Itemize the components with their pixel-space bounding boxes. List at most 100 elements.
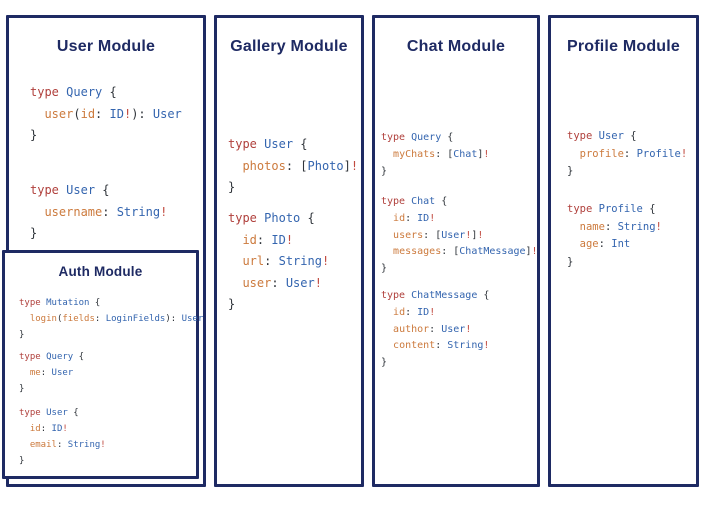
code-token-pn: : xyxy=(429,323,442,335)
code-token-bg: ! xyxy=(483,340,490,352)
code-token-pn: : [ xyxy=(441,246,460,258)
code-line: type Chat { xyxy=(381,194,538,211)
code-token-ty: ID xyxy=(271,232,286,247)
code-line: } xyxy=(228,294,329,316)
code-token-pn xyxy=(19,314,30,324)
code-line: login(fields: LoginFields): User xyxy=(19,311,203,327)
code-line: } xyxy=(30,125,182,147)
code-line: } xyxy=(19,327,203,343)
code-token-fd: user xyxy=(44,106,74,121)
gallery-module-panel: Gallery Module type User { photos: [Photo… xyxy=(214,15,364,487)
code-token-pn xyxy=(30,107,44,121)
code-token-bg: ! xyxy=(62,424,68,434)
code-line: } xyxy=(567,254,662,272)
code-line: } xyxy=(567,163,687,181)
code-token-pn: } xyxy=(228,297,236,311)
code-token-pn xyxy=(567,221,580,233)
code-token-ty: User xyxy=(285,275,315,290)
code-token-kw: type xyxy=(30,183,59,197)
code-token-pn: ( xyxy=(56,314,63,324)
code-token-pn xyxy=(381,324,393,335)
code-token-kw: type xyxy=(19,352,41,362)
user-module-panel: User Module type Query { user(id: ID!): U… xyxy=(2,15,206,487)
code-token-pn: } xyxy=(19,330,25,340)
code-token-pn: { xyxy=(441,132,454,143)
code-token-kw: type xyxy=(228,137,257,151)
code-token-ty: User xyxy=(181,314,204,324)
code-token-bg: ! xyxy=(655,220,662,233)
code-token-ty: User xyxy=(46,408,68,418)
code-token-pn: : xyxy=(405,306,418,318)
code-token-pn xyxy=(381,340,393,351)
code-token-pn: } xyxy=(381,263,388,275)
code-token-pn: { xyxy=(642,203,656,215)
code-token-pn: : xyxy=(264,254,279,268)
code-line: type Query { xyxy=(19,349,84,365)
code-token-pn: } xyxy=(381,165,388,177)
code-token-pn xyxy=(228,233,242,247)
code-token-ty: User xyxy=(441,323,466,335)
code-token-pn xyxy=(381,149,393,160)
code-line: id: ID! xyxy=(381,305,489,322)
code-token-fd: url xyxy=(242,254,265,268)
code-token-ty: ID xyxy=(417,212,430,224)
code-token-ty: String xyxy=(116,204,161,219)
auth-module-code-block-0: type Mutation { login(fields: LoginField… xyxy=(19,295,203,343)
code-token-fd: user xyxy=(242,275,272,290)
code-token-bg: ! xyxy=(465,323,472,335)
code-token-ty: User xyxy=(66,183,96,197)
gallery-module-title: Gallery Module xyxy=(230,38,348,55)
code-line: profile: Profile! xyxy=(567,146,688,164)
code-line: users: [User!]! xyxy=(381,228,538,245)
code-line: type User { xyxy=(567,128,687,146)
code-line: url: String! xyxy=(228,251,329,273)
code-line: myChats: [Chat]! xyxy=(381,147,489,164)
code-token-pn: : xyxy=(598,238,612,250)
auth-module-panel: Auth Module type Mutation { login(fields:… xyxy=(2,250,203,479)
code-token-kw: type xyxy=(381,196,406,207)
code-token-fd: me xyxy=(29,368,41,378)
gallery-module-code-block-0: type User { photos: [Photo]!} xyxy=(228,134,358,199)
auth-module-title: Auth Module xyxy=(58,264,143,279)
code-token-pn xyxy=(228,276,242,290)
code-token-pn: : [ xyxy=(285,158,308,173)
code-token-ty: LoginFields xyxy=(105,314,166,324)
code-token-pn: ] xyxy=(343,158,351,173)
code-token-fd: username xyxy=(44,204,103,219)
code-token-kw: type xyxy=(381,132,406,143)
code-token-bg: ! xyxy=(429,212,436,224)
code-token-ty: User xyxy=(152,106,182,121)
code-token-ty: User xyxy=(264,137,294,151)
code-line: } xyxy=(381,355,489,372)
code-token-fd: id xyxy=(393,306,406,318)
gallery-module-code-block-1: type Photo { id: ID! url: String! user: … xyxy=(228,208,329,316)
code-token-pn xyxy=(381,213,393,224)
profile-module-code-block-1: type Profile { name: String! age: Int} xyxy=(567,201,662,271)
code-token-pn: { xyxy=(95,183,110,197)
code-token-bg: ! xyxy=(483,148,490,160)
code-token-ty: Query xyxy=(46,352,74,362)
code-line: type User { xyxy=(19,405,106,421)
user-module-title: User Module xyxy=(56,38,156,55)
code-line: } xyxy=(19,381,84,397)
code-token-kw: type xyxy=(19,298,41,308)
code-token-pn: ( xyxy=(73,106,81,121)
code-token-pn: { xyxy=(102,85,117,99)
code-token-bg: ! xyxy=(285,232,294,247)
code-token-fd: id xyxy=(80,106,96,121)
code-token-pn: } xyxy=(381,357,388,369)
code-line: user: User! xyxy=(228,273,329,295)
code-token-pn: : xyxy=(102,204,117,219)
code-token-ty: String xyxy=(447,340,484,352)
code-token-kw: type xyxy=(567,203,593,215)
code-line: age: Int xyxy=(567,236,662,254)
code-token-pn: } xyxy=(30,226,38,240)
code-token-ty: ID xyxy=(109,106,124,121)
code-line: user(id: ID!): User xyxy=(30,104,182,126)
code-token-pn: { xyxy=(73,352,85,362)
code-token-pn: } xyxy=(228,180,236,194)
code-token-fd: users xyxy=(393,229,424,241)
code-token-pn: : xyxy=(271,275,286,290)
